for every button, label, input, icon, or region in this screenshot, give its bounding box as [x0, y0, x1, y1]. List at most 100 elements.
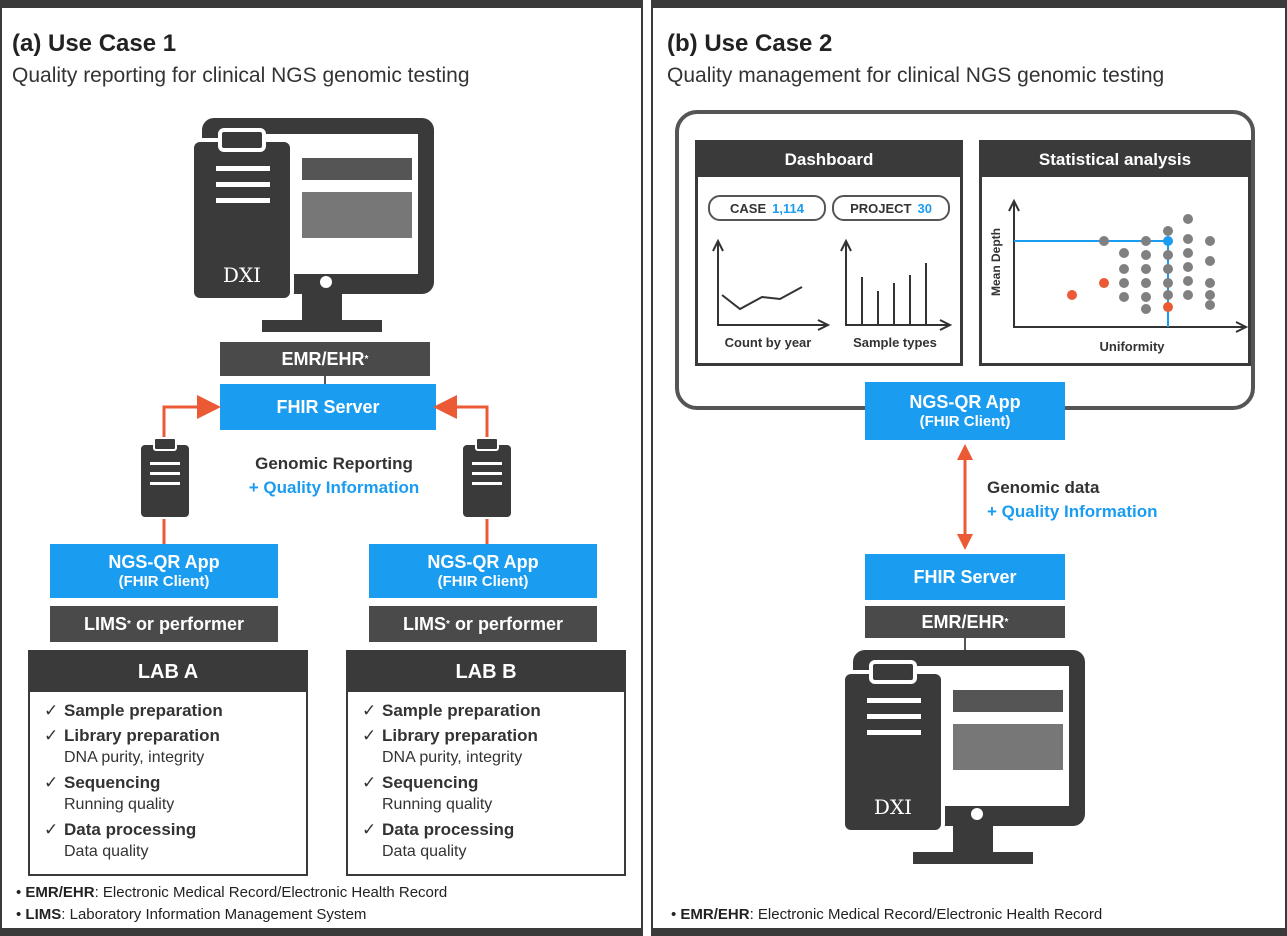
genomic-data-label: Genomic data	[987, 478, 1100, 497]
lab-b-item-title: Library preparation	[382, 726, 538, 745]
data-exchange-arrow	[957, 444, 973, 550]
uniformity-label: Uniformity	[1099, 339, 1165, 354]
lab-b-item-title: Sequencing	[382, 773, 479, 792]
panel-a-title: (a) Use Case 1	[12, 30, 177, 57]
lims-box-a: LIMS* or performer	[50, 606, 278, 642]
genomic-reporting-label: Genomic Reporting	[255, 454, 413, 473]
check-icon: ✓	[44, 820, 59, 839]
panel-a-subtitle: Quality reporting for clinical NGS genom…	[12, 64, 470, 87]
lab-b-box: LAB B ✓ Sample preparation ✓ Library prepa…	[346, 650, 626, 876]
footnote-emr-b: • EMR/EHR: Electronic Medical Record/Ele…	[671, 906, 1103, 923]
emr-label: EMR/EHR	[281, 348, 365, 369]
emr-fhir-connector	[324, 376, 326, 384]
app-sub-main: (FHIR Client)	[919, 413, 1011, 430]
lims-post-a: or performer	[130, 613, 244, 634]
mini-charts	[712, 238, 953, 331]
ngs-qr-app-box-main: NGS-QR App (FHIR Client)	[865, 382, 1065, 440]
footnote-emr-def: : Electronic Medical Record/Electronic H…	[94, 884, 448, 901]
check-icon: ✓	[362, 773, 377, 792]
panel-b-title: (b) Use Case 2	[667, 30, 833, 57]
check-icon: ✓	[362, 701, 377, 720]
check-icon: ✓	[44, 773, 59, 792]
lims-label-a: LIMS	[84, 613, 128, 634]
fhir-server-box: FHIR Server	[220, 384, 436, 430]
emr-label-b: EMR/EHR	[921, 611, 1005, 632]
lab-a-item: ✓Sample preparation	[44, 700, 306, 722]
lab-b-item-detail: Running quality	[382, 796, 493, 813]
lab-a-item-title: Sequencing	[64, 773, 161, 792]
svg-text:DXI: DXI	[874, 795, 912, 819]
app-sub-a: (FHIR Client)	[118, 573, 210, 590]
quality-information-label-b: + Quality Information	[987, 502, 1158, 521]
fhir-server-label: FHIR Server	[276, 396, 380, 417]
project-value: 30	[917, 200, 932, 216]
scatter-plot	[1008, 198, 1249, 333]
check-icon: ✓	[44, 726, 59, 745]
clipboard-icon-left	[139, 437, 191, 519]
footnote-emr: • EMR/EHR: Electronic Medical Record/Ele…	[16, 884, 448, 901]
project-badge: PROJECT 30	[832, 195, 950, 221]
footnote-lims-def: : Laboratory Information Management Syst…	[61, 906, 367, 923]
emr-ehr-box-b: EMR/EHR*	[865, 606, 1065, 638]
ngs-qr-app-box-b: NGS-QR App (FHIR Client)	[369, 544, 597, 598]
lab-a-item-title: Data processing	[64, 820, 197, 839]
lims-box-b: LIMS* or performer	[369, 606, 597, 642]
app-title-b: NGS-QR App	[427, 552, 539, 572]
app-title-main: NGS-QR App	[909, 392, 1021, 412]
computer-monitor-icon: DXI	[190, 118, 434, 332]
quality-information-label: + Quality Information	[248, 478, 420, 497]
stats-card: Statistical analysis Mean Depth Uniformi…	[979, 140, 1251, 366]
lims-sup-b: *	[446, 618, 450, 630]
footnote-emr-b-term: EMR/EHR	[680, 906, 750, 923]
emr-ehr-box: EMR/EHR*	[220, 342, 430, 376]
lab-a-item-detail: Data quality	[64, 843, 149, 860]
check-icon: ✓	[362, 820, 377, 839]
lab-b-item: ✓ Sample preparation	[362, 700, 624, 722]
lab-b-title: LAB B	[348, 652, 624, 692]
dashboard-card: Dashboard CASE 1,114 PROJECT 30 Count by y…	[695, 140, 963, 366]
footnote-lims: • LIMS: Laboratory Information Managemen…	[16, 906, 367, 923]
case-value: 1,114	[772, 200, 804, 216]
case-badge: CASE 1,114	[708, 195, 826, 221]
check-icon: ✓	[362, 726, 377, 745]
app-title-a: NGS-QR App	[108, 552, 220, 572]
footnote-emr-b-def: : Electronic Medical Record/Electronic H…	[749, 906, 1103, 923]
check-icon: ✓	[44, 701, 59, 720]
footnote-emr-term: EMR/EHR	[25, 884, 95, 901]
emr-monitor-connector	[964, 638, 966, 650]
svg-text:DXI: DXI	[223, 263, 261, 287]
clipboard-icon-right	[461, 437, 513, 519]
lims-sup-a: *	[127, 618, 131, 630]
lab-a-checklist: ✓Sample preparation ✓ Library preparation…	[30, 692, 306, 863]
lab-b-item-detail: Data quality	[382, 843, 467, 860]
report-arrows	[162, 395, 489, 544]
lab-b-item-title: Data processing	[382, 820, 515, 839]
sample-types-label: Sample types	[853, 335, 937, 350]
lab-a-item-detail: DNA purity, integrity	[64, 749, 205, 766]
lab-a-title: LAB A	[30, 652, 306, 692]
fhir-server-box-b: FHIR Server	[865, 554, 1065, 600]
footnote-lims-term: LIMS	[25, 906, 62, 923]
project-label: PROJECT	[850, 200, 912, 216]
ngs-qr-app-box-a: NGS-QR App (FHIR Client)	[50, 544, 278, 598]
dashboard-title: Dashboard	[698, 143, 960, 177]
computer-monitor-icon-b: DXI	[841, 650, 1085, 864]
panel-use-case-2: (b) Use Case 2 Quality management for cl…	[651, 0, 1287, 936]
lab-b-checklist: ✓ Sample preparation ✓ Library preparation…	[348, 692, 624, 863]
lab-a-item-detail: Running quality	[64, 796, 175, 813]
count-by-year-label: Count by year	[724, 335, 812, 350]
stats-title: Statistical analysis	[982, 143, 1248, 177]
lab-a-item-title: Library preparation	[64, 726, 220, 745]
app-sub-b: (FHIR Client)	[437, 573, 529, 590]
emr-sup: *	[364, 353, 369, 365]
lab-b-item-title: Sample preparation	[382, 701, 541, 720]
emr-sup-b: *	[1004, 616, 1009, 628]
fhir-server-label-b: FHIR Server	[913, 566, 1017, 587]
case-label: CASE	[730, 200, 767, 216]
